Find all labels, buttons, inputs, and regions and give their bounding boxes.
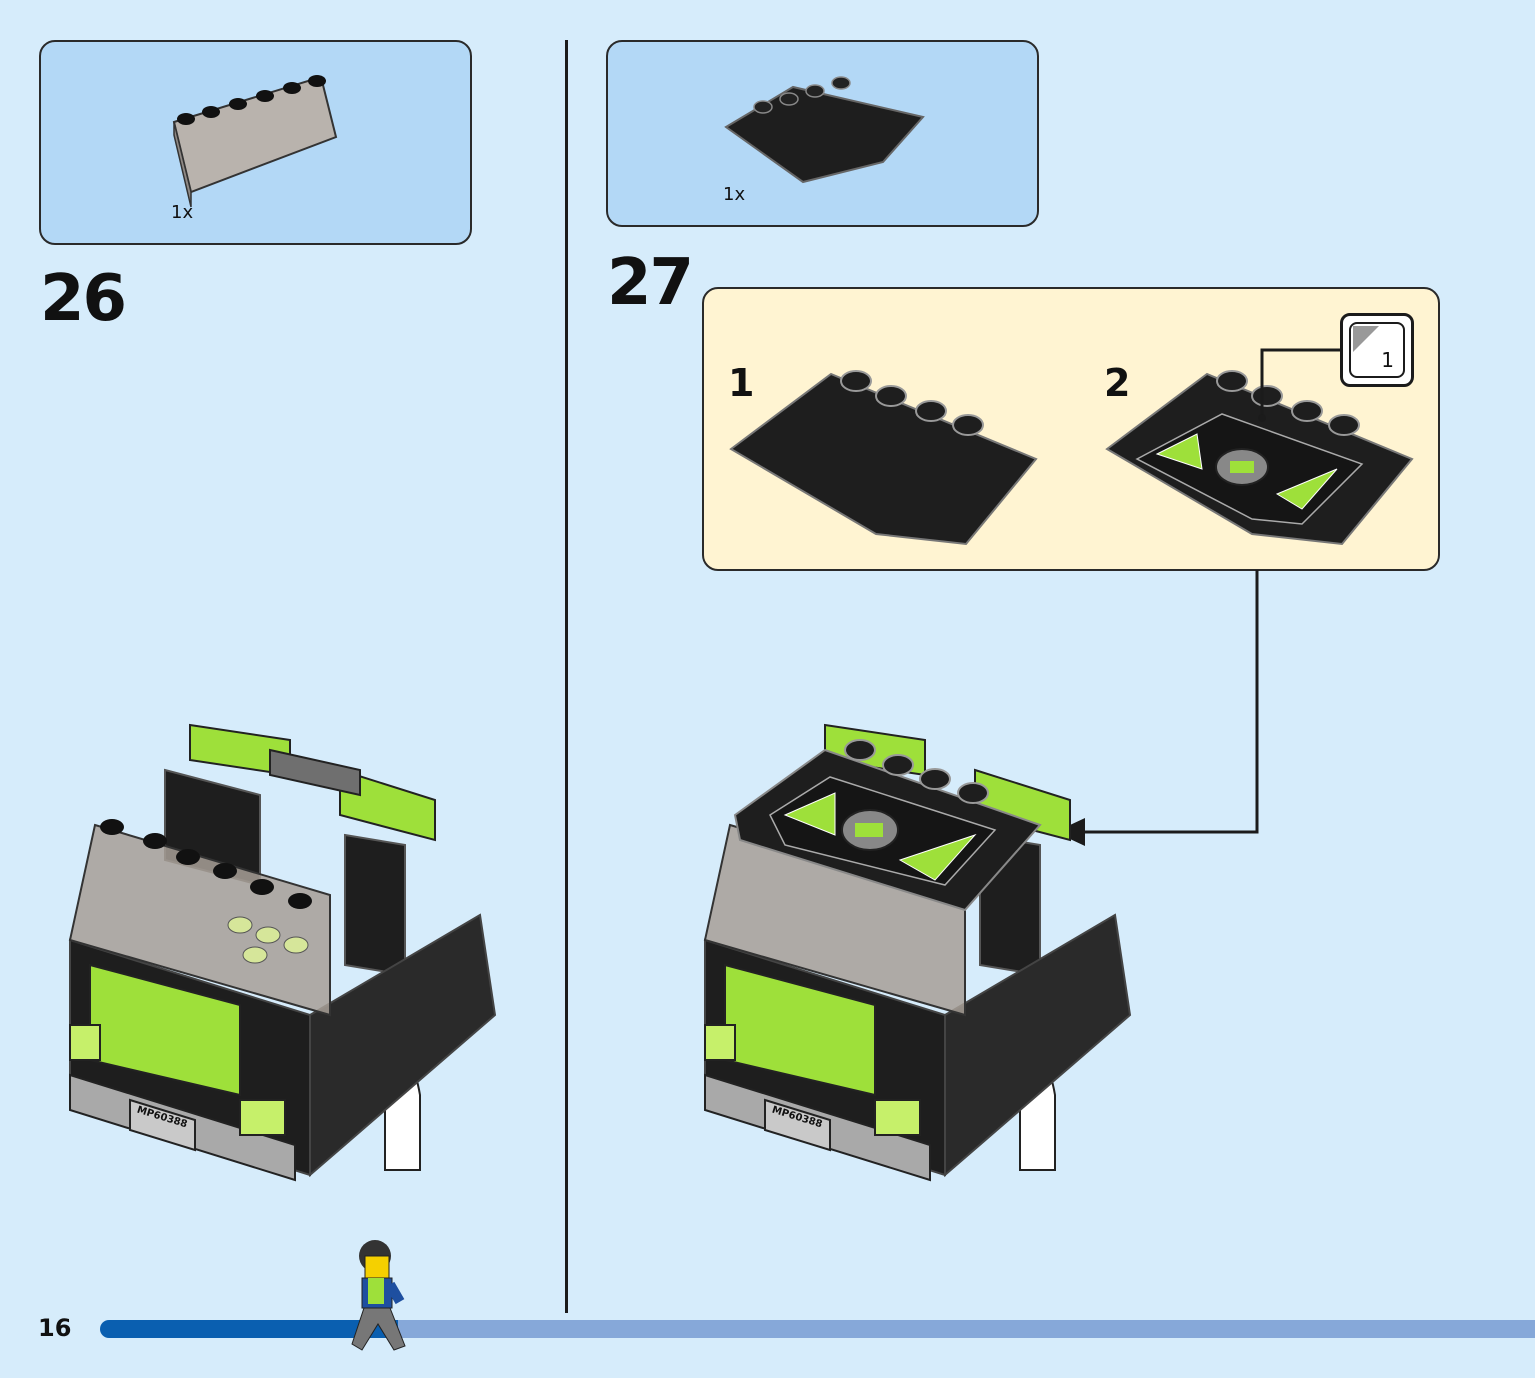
progress-bar-fill	[100, 1320, 398, 1338]
truck-cab-model-step-27	[703, 723, 1132, 1182]
substep-number-1: 1	[728, 361, 755, 405]
step-number-27: 27	[607, 246, 694, 320]
substep-number-2: 2	[1104, 361, 1131, 405]
black-slope-brick-plain	[729, 370, 1038, 546]
black-slope-part-icon	[724, 76, 925, 184]
parts-list-panel-step-26: 1x	[39, 40, 472, 245]
peel-corner-icon	[1353, 326, 1379, 352]
progress-bar-track	[398, 1320, 1535, 1338]
step-number-26: 26	[40, 262, 127, 336]
black-slope-brick-with-sticker	[1105, 370, 1414, 546]
substep-callout: 1 2	[702, 287, 1440, 571]
sticker-number: 1	[1381, 348, 1394, 372]
page-number: 16	[38, 1314, 72, 1342]
part-quantity: 1x	[723, 184, 746, 205]
page-column-divider	[565, 40, 568, 1313]
sticker-leader-line	[1258, 348, 1340, 422]
part-quantity: 1x	[171, 202, 194, 223]
sticker-reference: 1	[1340, 313, 1414, 387]
parts-list-panel-step-27: 1x	[606, 40, 1039, 227]
truck-cab-model-step-26	[68, 723, 497, 1182]
windscreen-part-icon	[172, 75, 338, 208]
minifigure-walking-icon	[351, 1240, 406, 1351]
sticker-sheet-icon: 1	[1349, 322, 1405, 378]
